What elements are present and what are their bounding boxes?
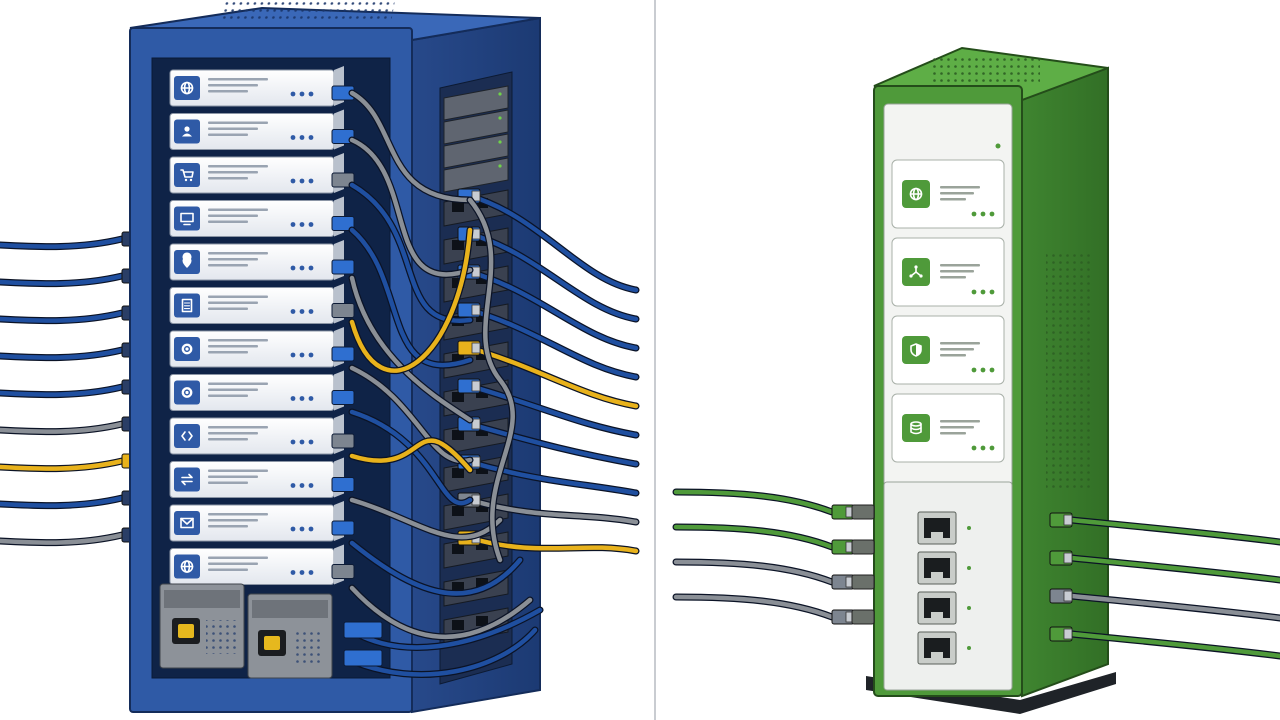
server-modules	[891, 159, 1005, 463]
port-led	[967, 606, 971, 610]
external-cable-core	[673, 489, 835, 515]
patch-cable-core	[349, 182, 473, 323]
exchange-icon	[174, 467, 200, 492]
server-module	[891, 159, 1005, 229]
external-cable-core	[0, 532, 125, 545]
rack-top-vent	[221, 0, 395, 22]
external-cable-core	[0, 347, 125, 360]
ethernet-port	[917, 551, 971, 585]
server-unit	[169, 283, 355, 324]
external-cable-core	[0, 273, 125, 286]
cart-icon	[174, 163, 200, 187]
rack-servers	[169, 66, 355, 585]
server-unit	[169, 327, 355, 368]
server-unit	[169, 109, 355, 150]
code-icon	[174, 424, 200, 448]
port-led	[967, 646, 971, 650]
rj45-plug	[1049, 588, 1073, 604]
server-unit	[169, 544, 355, 585]
compact-server-cables	[672, 488, 1280, 660]
external-cable-core	[673, 559, 835, 585]
external-cable-core	[0, 458, 125, 471]
patch-cable-core	[467, 197, 515, 563]
patch-cable-core	[349, 497, 503, 540]
rack-power-units	[159, 583, 333, 679]
external-cable-core	[467, 383, 639, 438]
patch-cable-core	[349, 227, 473, 373]
rj45-plug	[1049, 512, 1073, 528]
patch-cable-core	[349, 438, 473, 473]
database-icon	[902, 414, 930, 442]
patch-cable-core	[349, 585, 533, 640]
server-unit	[169, 457, 355, 498]
ethernet-port	[917, 631, 971, 665]
server-unit	[169, 501, 355, 542]
port-led	[967, 566, 971, 570]
rj45-plug	[343, 621, 383, 639]
external-cable-core	[1069, 593, 1280, 621]
patch-cable-core	[349, 540, 523, 596]
external-cable-core	[0, 310, 125, 323]
rj45-plug	[1049, 626, 1073, 642]
external-cable-core	[1069, 631, 1280, 659]
ethernet-port	[917, 591, 971, 625]
patch-cable-core	[349, 275, 473, 423]
external-cable-core	[467, 307, 639, 380]
external-cable-core	[0, 421, 125, 434]
rj45-plug	[831, 574, 855, 590]
rj45-plug	[457, 378, 481, 394]
rj45-plug	[343, 649, 383, 667]
rj45-plug	[457, 340, 481, 356]
side-panel-unit	[443, 157, 509, 193]
side-panel-unit	[443, 85, 509, 121]
side-vent	[1046, 250, 1094, 490]
server-module	[891, 315, 1005, 385]
external-cable-core	[1069, 555, 1280, 583]
server-unit	[169, 196, 355, 237]
rj45-plug	[831, 504, 855, 520]
server-unit	[169, 370, 355, 411]
rj45-plug	[831, 539, 855, 555]
external-cable-core	[0, 495, 125, 508]
side-panel-unit	[443, 133, 509, 169]
rj45-plug	[457, 302, 481, 318]
rj45-plug	[831, 609, 855, 625]
ethernet-ports	[917, 511, 971, 665]
external-cable-core	[467, 421, 639, 467]
ethernet-port	[917, 511, 971, 545]
patch-cable-core	[349, 137, 473, 277]
server-unit	[169, 414, 355, 455]
external-cable-core	[673, 594, 835, 620]
external-cable-core	[0, 236, 125, 249]
rack-internal-cables	[343, 89, 544, 678]
monitor-icon	[174, 206, 200, 231]
external-cable-core	[467, 193, 639, 293]
external-cable-core	[467, 231, 639, 322]
server-unit	[169, 240, 355, 281]
external-cable-core	[673, 524, 835, 550]
rack-right-cables	[457, 188, 640, 555]
patch-cable-core	[347, 627, 538, 677]
external-cable-core	[1069, 517, 1280, 545]
rack-left-cables	[0, 231, 145, 547]
external-cable-core	[467, 345, 639, 409]
side-panel-unit	[443, 109, 509, 145]
status-led	[995, 143, 1001, 149]
port-led	[967, 526, 971, 530]
rj45-plug	[1049, 550, 1073, 566]
patch-cable-core	[349, 227, 473, 368]
server-unit	[169, 153, 355, 194]
server-module	[891, 393, 1005, 463]
external-cable-core	[467, 269, 639, 351]
external-cable-core	[0, 384, 125, 397]
external-cable-core	[467, 459, 639, 496]
rj45-plug	[457, 416, 481, 432]
patch-cable-core	[347, 607, 543, 650]
server-unit	[169, 66, 355, 107]
patch-cable-core	[349, 90, 473, 203]
server-module	[891, 237, 1005, 307]
patch-cable-core	[349, 409, 473, 506]
